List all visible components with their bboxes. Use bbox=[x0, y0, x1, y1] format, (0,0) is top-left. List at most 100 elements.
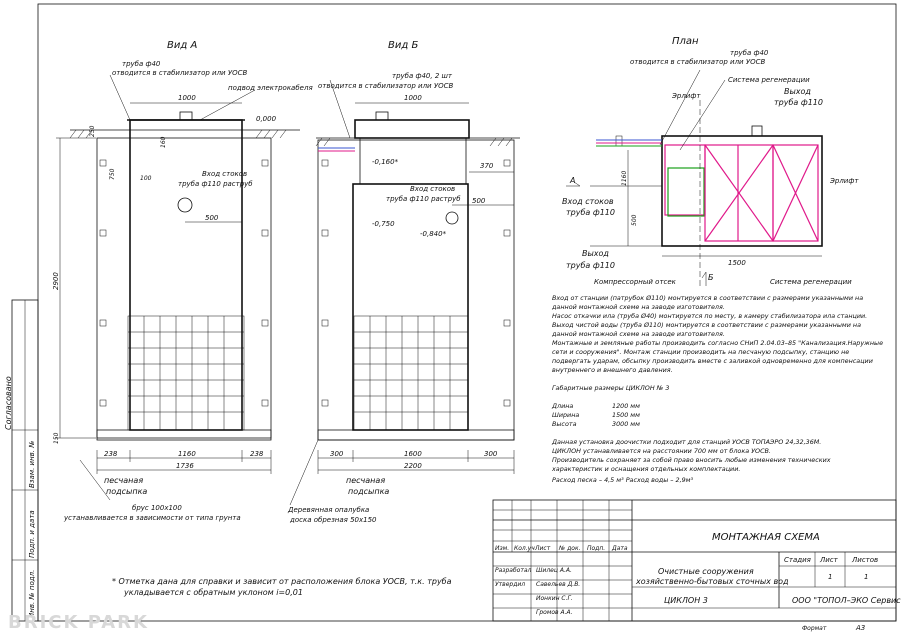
note-line: внутреннего и внешнего давления. bbox=[552, 366, 673, 374]
notes-block: Вход от станции (патрубок Ø110) монтируе… bbox=[551, 294, 883, 484]
b-inlet-pipe: труба ф110 раструб bbox=[386, 195, 461, 203]
stamp-sign-date: Подп. и дата bbox=[28, 510, 36, 558]
tb-object2: хозяйственно-бытовых сточных вод bbox=[635, 577, 789, 586]
view-a: труба ф40 отводится в стабилизатор или У… bbox=[52, 60, 313, 522]
title-block: МОНТАЖНАЯ СХЕМА Изм. Кол.уч Лист № док. … bbox=[492, 499, 901, 632]
a-inlet: Вход стоков bbox=[202, 170, 247, 178]
tb-col: Лист bbox=[534, 545, 551, 552]
a-dim-238b: 238 bbox=[250, 450, 264, 458]
plan-dim-1160: 1160 bbox=[621, 171, 628, 186]
tb-sheet-val: 1 bbox=[828, 573, 832, 581]
b-pipe40: труба ф40, 2 шт bbox=[392, 72, 453, 80]
plan-title: План bbox=[672, 36, 699, 47]
dim-val-width: 1500 мм bbox=[612, 411, 640, 419]
tb-object: Очистные сооружения bbox=[658, 567, 754, 576]
tb-role: Разработал bbox=[495, 567, 532, 574]
b-dim-0750: -0,750 bbox=[372, 220, 395, 228]
tb-title: МОНТАЖНАЯ СХЕМА bbox=[712, 532, 820, 543]
note2-line: Расход песка – 4,5 м³ Расход воды – 2,9м… bbox=[552, 476, 694, 484]
note2-line: Данная установка доочистки подходит для … bbox=[551, 438, 821, 446]
b-formwork: Деревянная опалубка bbox=[287, 506, 369, 514]
dims-title: Габаритные размеры ЦИКЛОН № 3 bbox=[552, 384, 669, 392]
note-line: подвергать ударам, обсыпку производить в… bbox=[552, 357, 873, 365]
dim-val-height: 3000 мм bbox=[612, 420, 640, 428]
plan-pipe40: труба ф40 bbox=[730, 49, 769, 57]
plan-airlift1: Эрлифт bbox=[671, 92, 701, 100]
tb-col: Подп. bbox=[587, 545, 605, 552]
tb-format-label: Формат bbox=[802, 625, 827, 632]
b-dim-500: 500 bbox=[472, 197, 486, 205]
b-dim-300b: 300 bbox=[484, 450, 498, 458]
b-pipe40-note: отводится в стабилизатор или УОСВ bbox=[318, 82, 453, 90]
left-stamp: Согласовано Взам. инв. № Подп. и дата Ин… bbox=[4, 299, 39, 622]
plan-regen2: Система регенерации bbox=[770, 278, 852, 286]
b-inlet: Вход стоков bbox=[410, 185, 455, 193]
tb-name: Савельев Д.В. bbox=[536, 581, 580, 588]
plan-dim-500: 500 bbox=[631, 214, 638, 226]
a-sand2: подсыпка bbox=[106, 487, 147, 496]
a-dim-150: 150 bbox=[53, 432, 60, 444]
note2-line: характеристик и оснащения отдельных комп… bbox=[551, 465, 740, 473]
a-dim-100: 100 bbox=[140, 175, 152, 182]
footnote-line1: * Отметка дана для справки и зависит от … bbox=[112, 577, 452, 586]
plan-compressor: Компрессорный отсек bbox=[594, 278, 677, 286]
tb-col: Кол.уч bbox=[514, 545, 535, 552]
note-line: Выход чистой воды (труба Ø110) монтирует… bbox=[552, 321, 861, 329]
dim-val-length: 1200 мм bbox=[612, 402, 640, 410]
a-beam-note: устанавливается в зависимости от типа гр… bbox=[63, 514, 241, 522]
tb-product: ЦИКЛОН 3 bbox=[664, 596, 708, 605]
dim-key-length: Длина bbox=[551, 402, 573, 410]
plan-inlet-pipe: труба ф110 bbox=[566, 208, 615, 217]
tb-name: Шилец А.А. bbox=[536, 567, 572, 574]
view-a-title: Вид А bbox=[167, 40, 197, 51]
a-dim-1736: 1736 bbox=[176, 462, 194, 470]
note-line: Насос откачки ила (труба Ø40) монтируетс… bbox=[552, 312, 867, 320]
plan-dim-1500: 1500 bbox=[728, 259, 746, 267]
b-dim-1600: 1600 bbox=[404, 450, 422, 458]
b-dim-300a: 300 bbox=[330, 450, 344, 458]
watermark: BRICK PARK bbox=[8, 612, 149, 633]
b-formwork2: доска обрезная 50х150 bbox=[289, 516, 377, 524]
plan-inlet: Вход стоков bbox=[562, 197, 614, 206]
stamp-inv-replace: Взам. инв. № bbox=[28, 440, 36, 488]
a-pipe40-note: отводится в стабилизатор или УОСВ bbox=[112, 69, 247, 77]
note-line: данной монтажной схеме на заводе изготов… bbox=[551, 330, 725, 338]
note-line: Монтажные и земляные работы производить … bbox=[552, 339, 883, 347]
tb-sheets-val: 1 bbox=[864, 573, 868, 581]
tb-format-val: А3 bbox=[855, 624, 865, 632]
a-sand: песчаная bbox=[104, 476, 143, 485]
plan-label-b: Б bbox=[708, 273, 714, 282]
a-cable: подвод электрокабеля bbox=[228, 84, 313, 92]
plan-view: труба ф40 отводится в стабилизатор или У… bbox=[562, 49, 859, 286]
a-dim-500: 500 bbox=[205, 214, 219, 222]
tb-role: Утвердил bbox=[495, 581, 525, 588]
dim-key-width: Ширина bbox=[552, 411, 579, 419]
note-line: данной монтажной схеме на заводе изготов… bbox=[551, 303, 725, 311]
a-dim-0000: 0,000 bbox=[256, 115, 277, 123]
plan-regen1: Система регенерации bbox=[728, 76, 810, 84]
a-dim-250: 250 bbox=[89, 125, 96, 137]
a-pipe40: труба ф40 bbox=[122, 60, 161, 68]
a-beam: брус 100х100 bbox=[132, 504, 182, 512]
plan-label-a: А bbox=[569, 176, 575, 185]
b-dim-0160: -0,160* bbox=[372, 158, 399, 166]
tb-sheet: Лист bbox=[819, 556, 839, 564]
view-b-title: Вид Б bbox=[388, 40, 418, 51]
tb-col: Изм. bbox=[495, 545, 509, 552]
tb-name: Громов А.А. bbox=[536, 609, 573, 616]
view-b: труба ф40, 2 шт отводится в стабилизатор… bbox=[287, 72, 520, 524]
b-dim-370: 370 bbox=[480, 162, 494, 170]
note-line: сети и сооружения". Монтаж станции произ… bbox=[552, 348, 849, 356]
b-sand: песчаная bbox=[346, 476, 385, 485]
plan-pipe40-note: отводится в стабилизатор или УОСВ bbox=[630, 58, 765, 66]
tb-company: ООО "ТОПОЛ–ЭКО Сервис" bbox=[792, 596, 901, 605]
plan-outlet: Выход bbox=[784, 87, 811, 96]
tb-col: № док. bbox=[558, 545, 581, 552]
a-dim-238a: 238 bbox=[104, 450, 118, 458]
note-line: Вход от станции (патрубок Ø110) монтируе… bbox=[552, 294, 863, 302]
stamp-inv-orig: Инв. № подл. bbox=[28, 570, 36, 618]
a-dim-2900: 2900 bbox=[52, 272, 60, 290]
a-dim-1160: 1160 bbox=[178, 450, 196, 458]
stamp-agreed: Согласовано bbox=[4, 376, 13, 430]
plan-airlift2: Эрлифт bbox=[829, 177, 859, 185]
